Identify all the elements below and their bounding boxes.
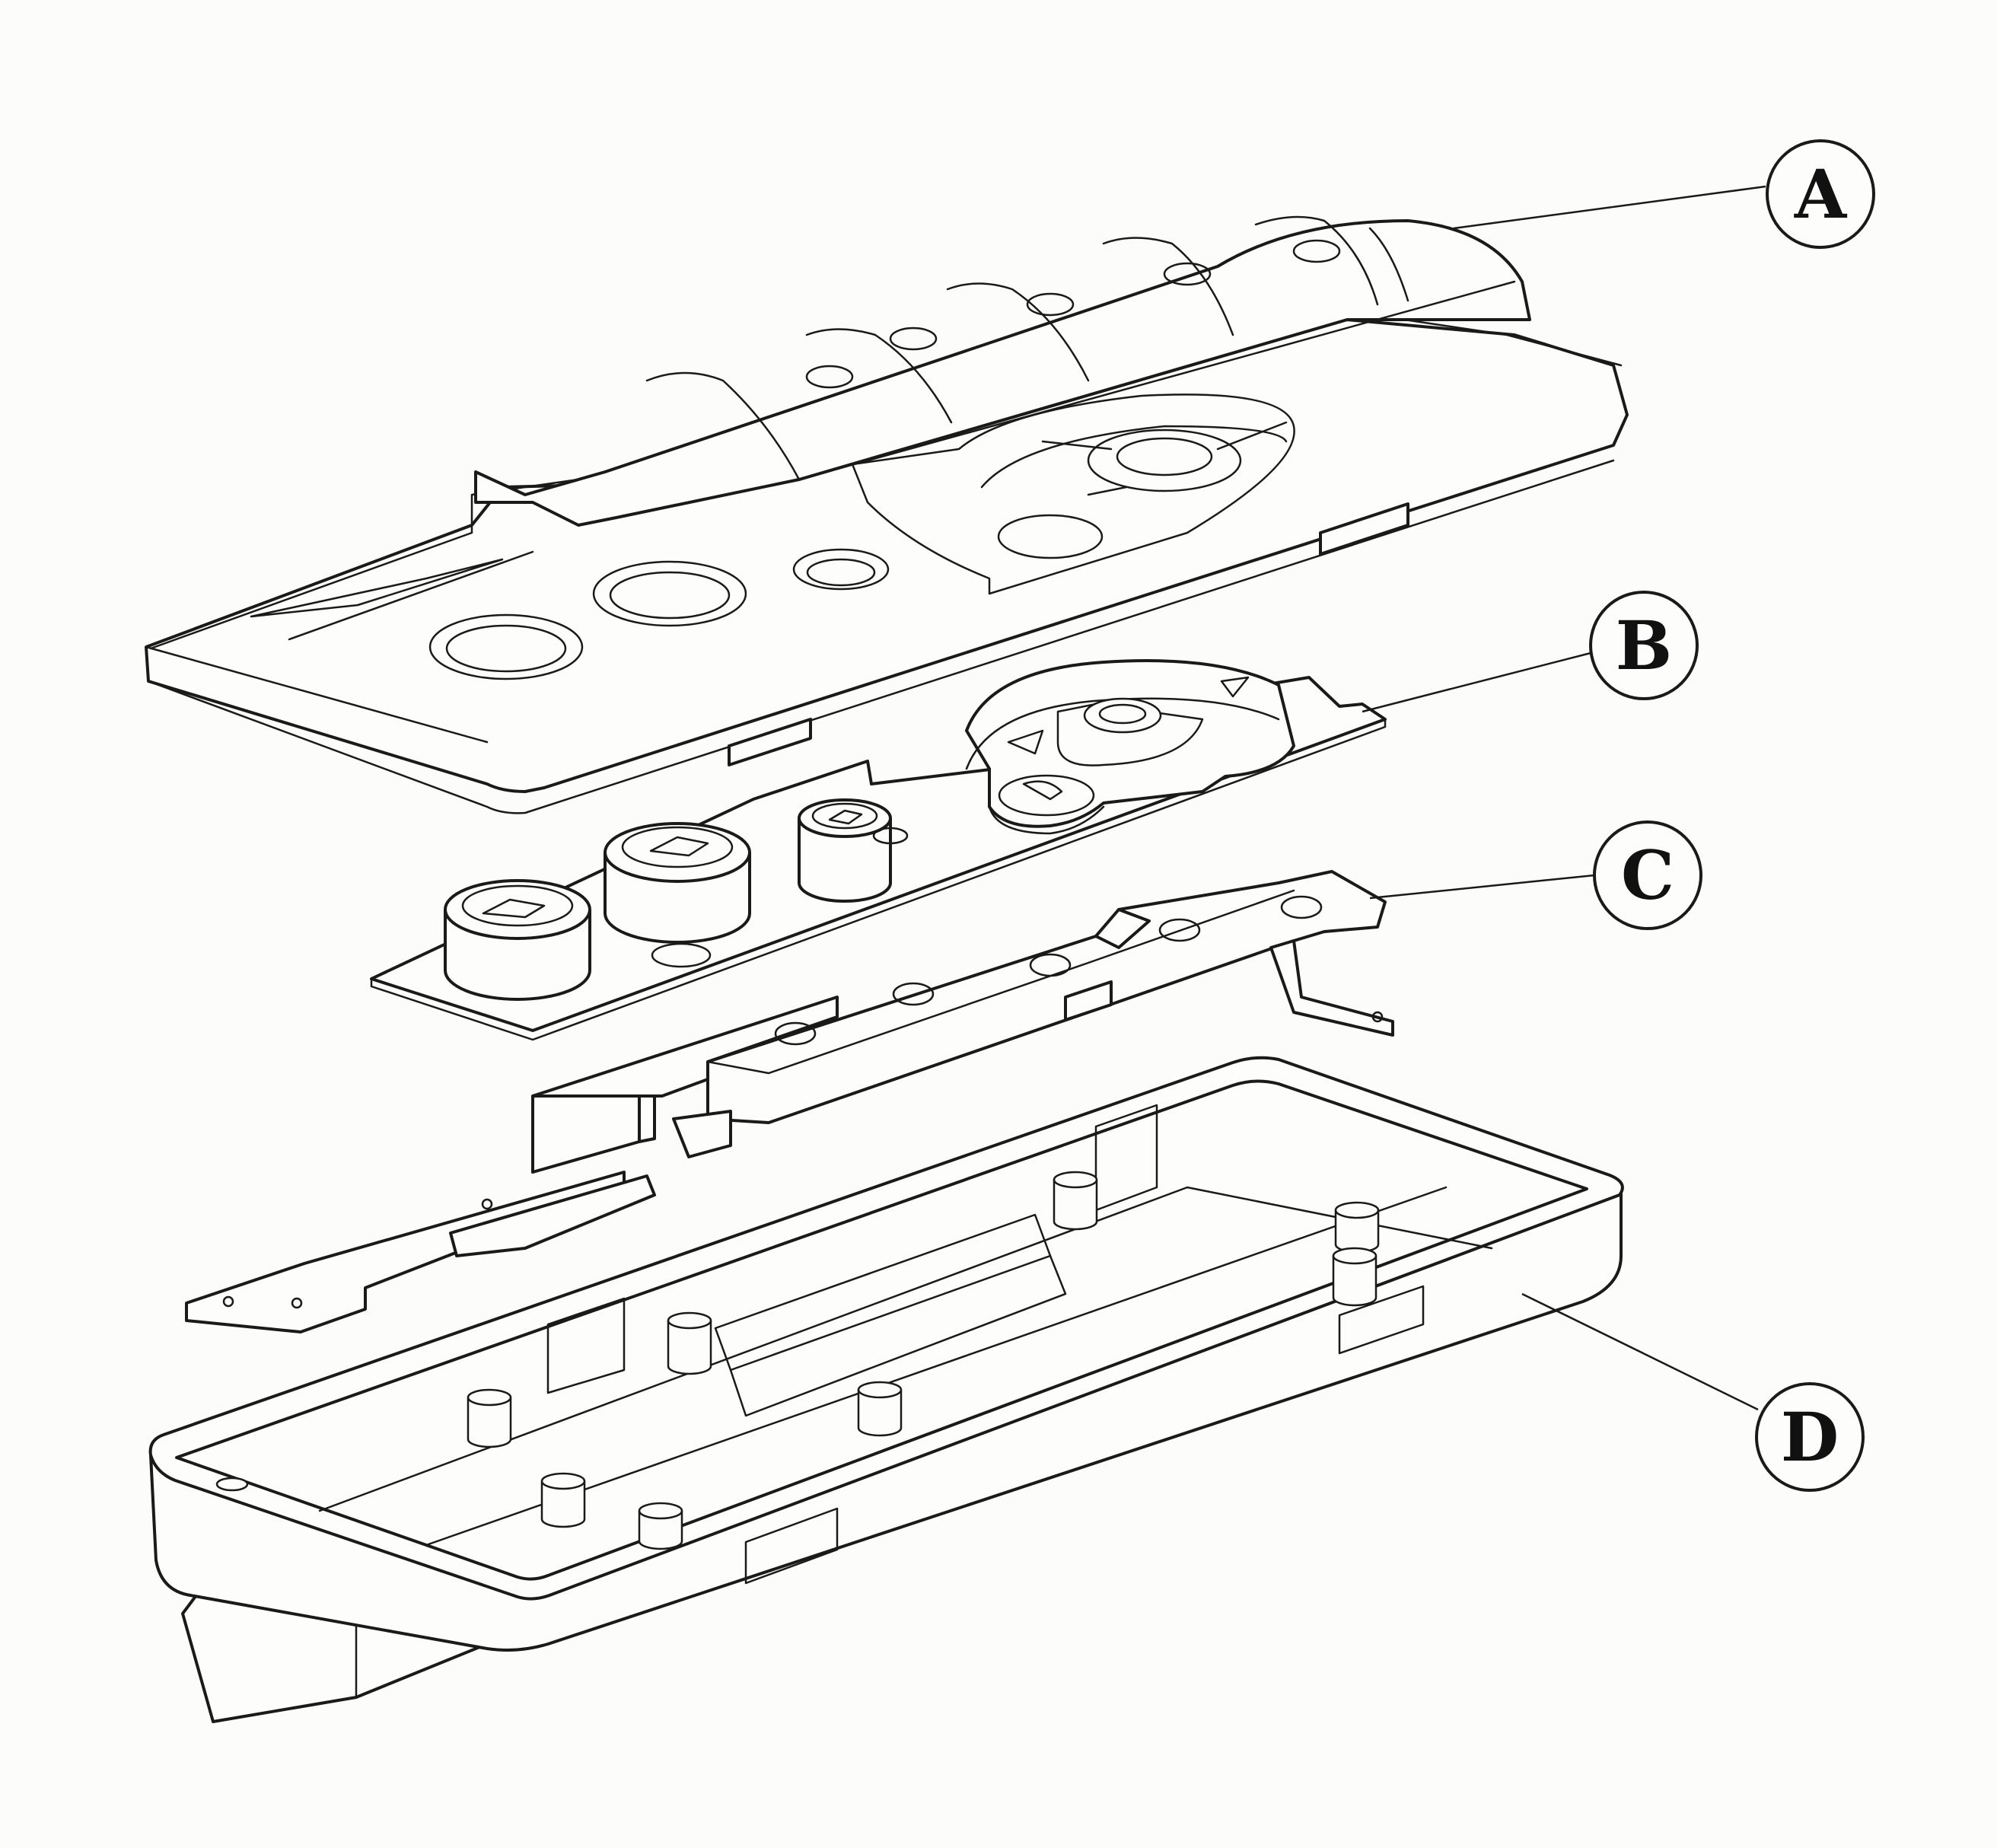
boss-posts (215, 1171, 1380, 1550)
callout-d: D (1755, 1382, 1865, 1492)
callout-a-label: A (1794, 155, 1848, 234)
callout-a: A (1766, 139, 1875, 249)
part-d-lower-housing (148, 1056, 1624, 1723)
leader-lines (1362, 185, 1766, 1411)
callout-c-label: C (1621, 836, 1674, 915)
part-b-keypad-membrane (370, 659, 1387, 1041)
part-a-top-cover (145, 215, 1629, 814)
callout-d-label: D (1781, 1397, 1839, 1477)
part-c-bracket-plate (185, 870, 1394, 1333)
callout-b-label: B (1616, 606, 1672, 685)
callout-c: C (1593, 820, 1702, 930)
callout-b: B (1589, 591, 1699, 700)
